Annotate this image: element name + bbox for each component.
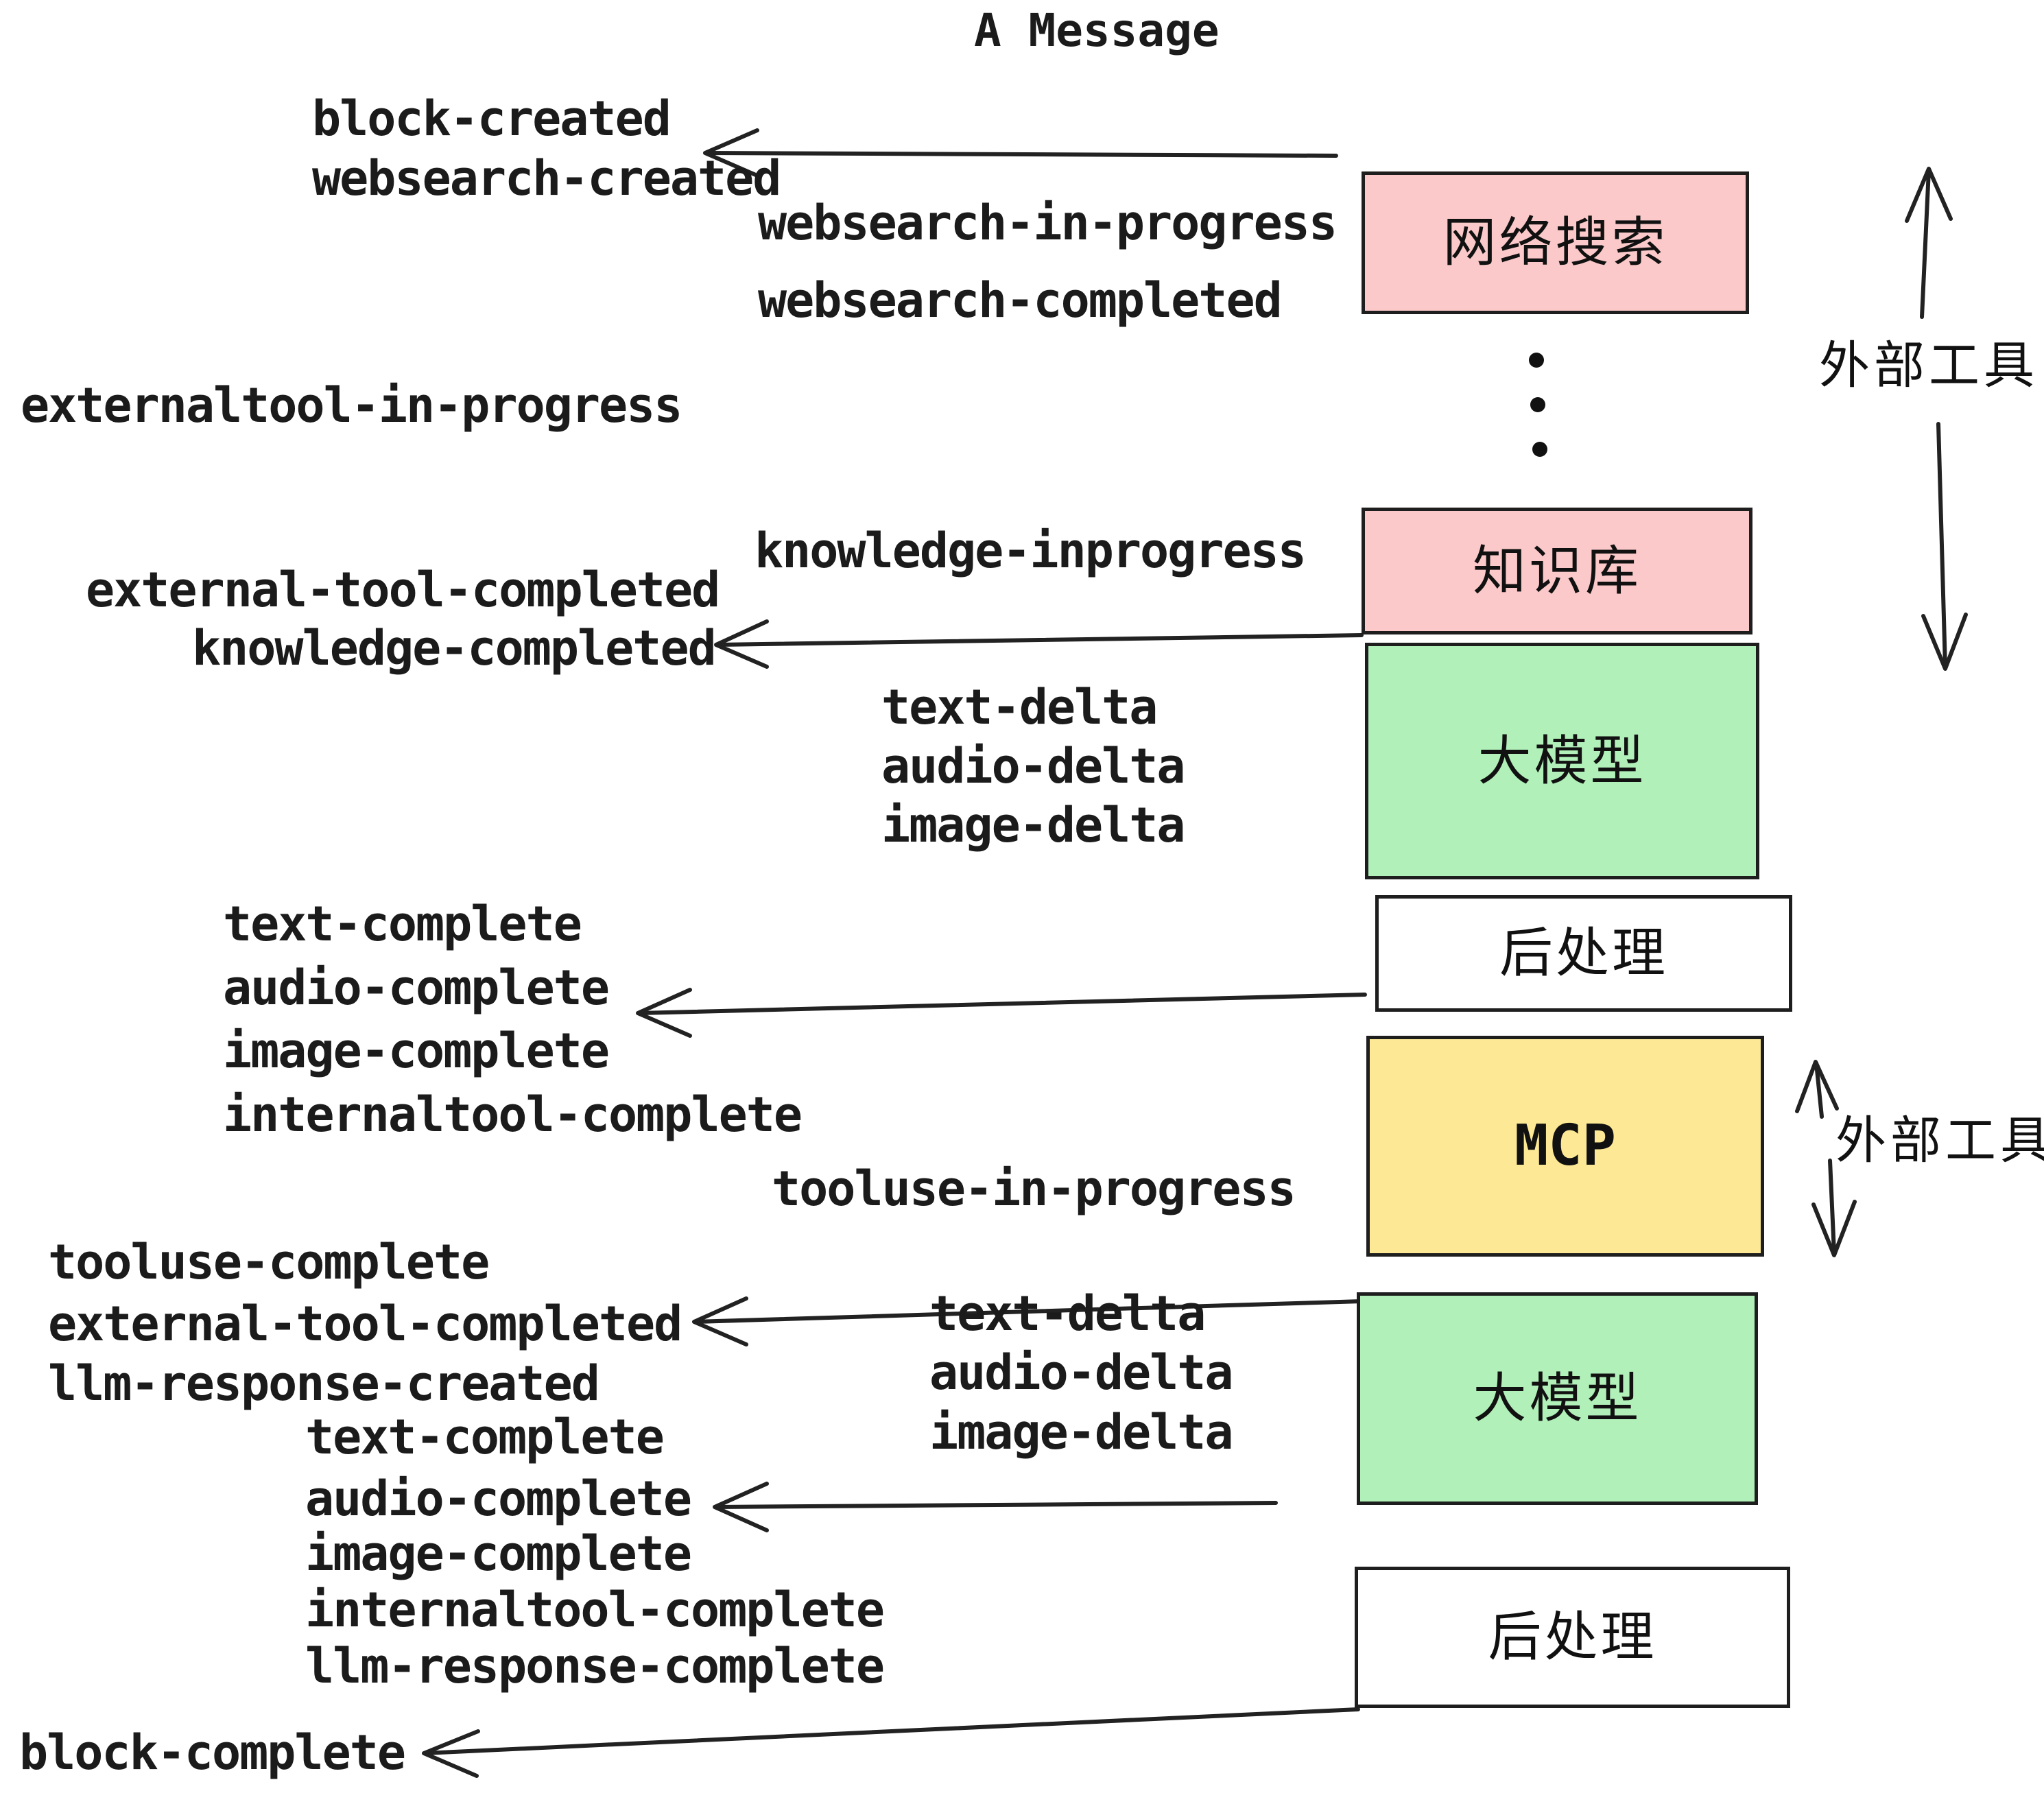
box-websearch: 网络搜索 <box>1362 171 1749 314</box>
arrow-to-audio-complete <box>713 1482 1278 1532</box>
event-label-websearch-in-progress: websearch-in-progress <box>758 195 1338 251</box>
box-llm-1: 大模型 <box>1365 643 1759 879</box>
double-arrow-external-tools-bottom <box>1795 1060 1857 1257</box>
event-label-image-complete-1: image-complete <box>223 1023 610 1079</box>
arrow-to-block-complete <box>422 1707 1360 1778</box>
event-label-image-complete-2: image-complete <box>305 1526 692 1582</box>
event-label-audio-delta-1: audio-delta <box>881 738 1186 794</box>
event-label-websearch-completed: websearch-completed <box>758 272 1283 329</box>
side-label-external-tools-top: 外部工具 <box>1819 336 2039 395</box>
arrow-to-knowledge-completed <box>714 619 1364 669</box>
box-postprocess-2: 后处理 <box>1355 1567 1790 1708</box>
box-llm-1-label: 大模型 <box>1477 730 1647 792</box>
arrow-to-image-complete <box>636 988 1367 1038</box>
event-label-audio-complete-1: audio-complete <box>223 960 610 1016</box>
box-knowledge-label: 知识库 <box>1472 540 1641 602</box>
vertical-ellipsis <box>1529 353 1547 457</box>
box-mcp: MCP <box>1366 1036 1764 1257</box>
event-label-knowledge-inprogress: knowledge-inprogress <box>754 523 1307 579</box>
event-label-text-complete-2: text-complete <box>305 1409 665 1465</box>
box-postprocess-1-label: 后处理 <box>1499 923 1668 984</box>
event-label-block-created: block-created <box>312 91 672 147</box>
event-label-text-complete-1: text-complete <box>223 896 582 952</box>
event-label-block-complete: block-complete <box>19 1724 406 1781</box>
arrow-to-websearch-created <box>703 128 1338 178</box>
event-label-llm-response-complete: llm-response-complete <box>305 1638 885 1694</box>
box-postprocess-2-label: 后处理 <box>1488 1606 1657 1668</box>
event-label-image-delta-2: image-delta <box>929 1404 1234 1460</box>
side-label-external-tools-bottom: 外部工具 <box>1835 1111 2044 1170</box>
box-websearch-label: 网络搜索 <box>1442 212 1668 274</box>
event-label-external-tool-completed-2: external-tool-completed <box>48 1296 682 1352</box>
page-title: A Message <box>974 4 1220 57</box>
box-llm-2-label: 大模型 <box>1473 1368 1642 1429</box>
event-label-externaltool-in-progress: externaltool-in-progress <box>21 377 682 434</box>
event-label-tooluse-complete: tooluse-complete <box>48 1234 490 1290</box>
event-label-internaltool-complete-1: internaltool-complete <box>223 1087 803 1143</box>
event-label-tooluse-in-progress: tooluse-in-progress <box>772 1161 1296 1217</box>
double-arrow-external-tools-top <box>1905 167 1968 671</box>
event-label-image-delta-1: image-delta <box>881 797 1186 853</box>
event-label-audio-delta-2: audio-delta <box>929 1344 1234 1401</box>
event-label-text-delta-1: text-delta <box>881 679 1158 735</box>
arrow-to-external-tool-completed <box>692 1296 1364 1346</box>
event-label-external-tool-completed-1: external-tool-completed <box>86 562 720 618</box>
event-label-websearch-created: websearch-created <box>312 150 781 206</box>
event-label-text-delta-2: text-delta <box>929 1285 1206 1342</box>
event-label-llm-response-created: llm-response-created <box>48 1355 600 1412</box>
box-postprocess-1: 后处理 <box>1375 895 1792 1012</box>
box-knowledge: 知识库 <box>1362 508 1752 634</box>
event-label-audio-complete-2: audio-complete <box>305 1471 692 1527</box>
event-label-knowledge-completed: knowledge-completed <box>192 620 717 676</box>
box-llm-2: 大模型 <box>1357 1292 1758 1505</box>
event-label-internaltool-complete-2: internaltool-complete <box>305 1582 885 1638</box>
box-mcp-label: MCP <box>1514 1113 1617 1178</box>
